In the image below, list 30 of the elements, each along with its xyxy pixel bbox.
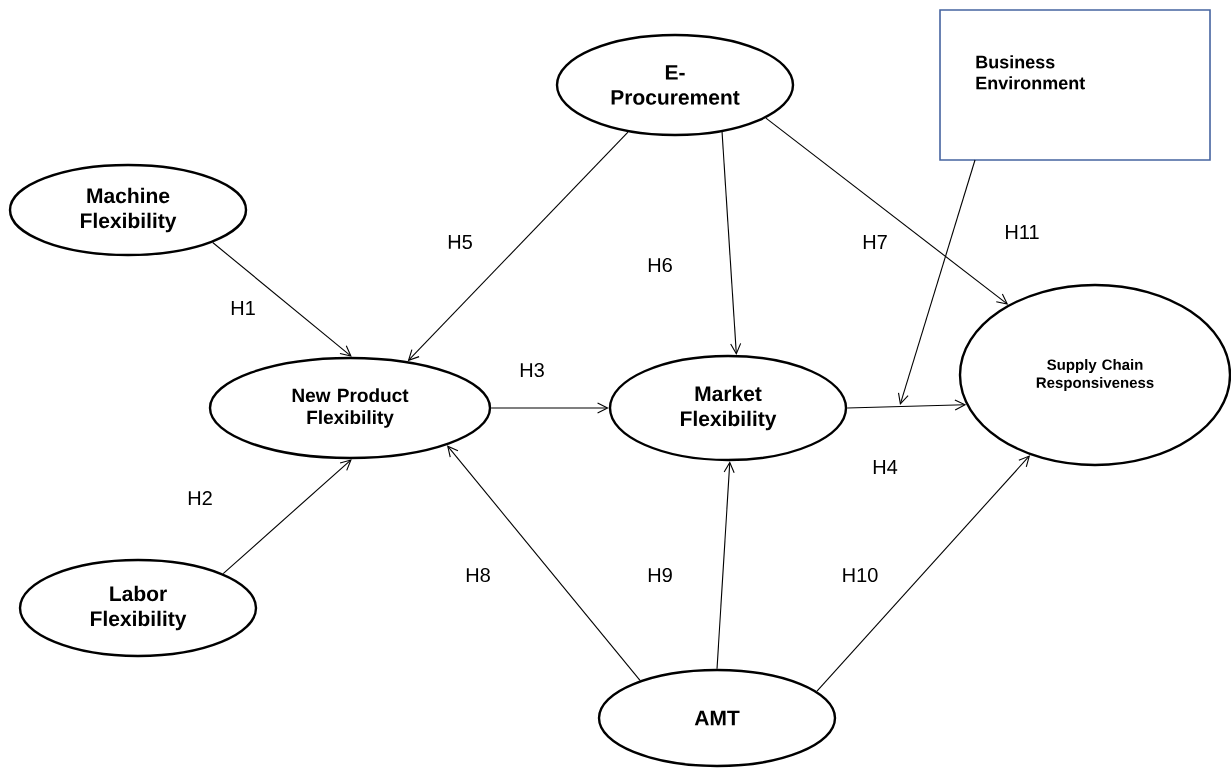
edge-label: H3 [520,362,544,378]
edge-label: H5 [448,235,472,249]
edge-label: H10 [843,567,878,583]
edge-label: H2 [188,491,212,505]
edge-label: H1 [231,301,255,315]
arrow [407,131,629,362]
arrow [721,131,742,355]
ellipse-node: Machine Flexibility [8,163,248,257]
edge-label: H6 [648,257,672,273]
arrow [897,159,976,405]
edge-label: H9 [648,567,672,583]
edge-label: H4 [873,460,898,474]
ellipse-node: Supply Chain Responsiveness [958,283,1231,467]
ellipse-node: Market Flexibility [608,354,848,462]
arrow [846,399,967,411]
arrow [765,117,1009,305]
arrow [490,402,609,414]
ellipse-node: AMT [597,668,837,768]
edge-label: H8 [466,567,490,583]
ellipse-node: Labor Flexibility [18,558,258,658]
arrow [222,459,352,575]
ellipse-node: New Product Flexibility [208,356,492,460]
arrow [816,455,1031,692]
arrow [716,461,735,670]
text-box: Business Environment [939,9,1211,161]
ellipse-node: E- Procurement [555,33,795,137]
arrow [446,445,641,681]
arrow [212,241,352,357]
edge-label: H11 [1006,225,1039,239]
edge-label: H7 [863,235,887,249]
